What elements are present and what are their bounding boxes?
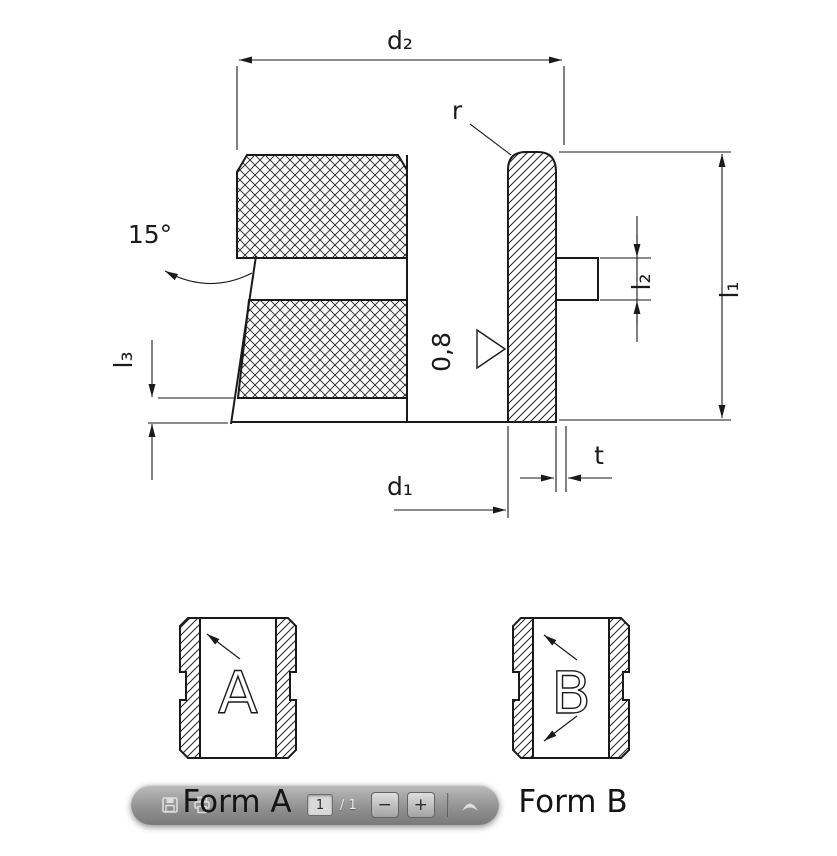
zoom-in-icon: + bbox=[413, 795, 428, 815]
form-b-view: B bbox=[512, 617, 630, 759]
page-number-input[interactable]: 1 bbox=[307, 794, 333, 816]
label-r: r bbox=[452, 96, 463, 125]
draft-edge bbox=[230, 255, 257, 425]
pdf-toolbar: 1 / 1 − + bbox=[131, 785, 499, 825]
form-a-letter: A bbox=[218, 659, 258, 727]
form-b-marking-arrow-top bbox=[543, 634, 578, 661]
dim-r-leader bbox=[469, 123, 512, 156]
zoom-out-button[interactable]: − bbox=[370, 792, 399, 818]
dim-l3 bbox=[148, 340, 235, 480]
dim-d1 bbox=[394, 426, 509, 518]
label-t: t bbox=[594, 441, 604, 470]
form-b-right-wall bbox=[608, 617, 630, 759]
form-a-left-wall bbox=[179, 617, 201, 759]
knurled-body-upper bbox=[236, 154, 408, 259]
toolbar-divider bbox=[446, 793, 449, 817]
flange-section bbox=[507, 151, 557, 423]
page-number-value: 1 bbox=[315, 797, 325, 813]
save-icon bbox=[162, 797, 178, 813]
form-b-letter: B bbox=[551, 659, 591, 727]
form-b-caption: Form B bbox=[518, 784, 627, 820]
label-angle: 15° bbox=[128, 220, 172, 249]
print-icon bbox=[194, 796, 210, 814]
label-roughness: 0,8 bbox=[427, 332, 456, 372]
acrobat-icon bbox=[461, 803, 478, 811]
dimension-labels: d₂ r 15° l₁ l₂ l₃ 0,8 t d₁ bbox=[109, 26, 744, 501]
form-a-right-wall bbox=[275, 617, 297, 759]
print-button[interactable] bbox=[191, 794, 213, 816]
page-count-label: / 1 bbox=[340, 797, 357, 813]
knurled-body-lower bbox=[236, 299, 408, 399]
label-l3: l₃ bbox=[109, 352, 138, 369]
zoom-in-button[interactable]: + bbox=[406, 792, 435, 818]
form-a-view: A bbox=[179, 617, 297, 759]
label-l2: l₂ bbox=[627, 274, 656, 291]
save-button[interactable] bbox=[159, 794, 181, 816]
surface-roughness-symbol bbox=[476, 328, 507, 370]
acrobat-button[interactable] bbox=[459, 794, 481, 816]
label-l1: l₁ bbox=[715, 282, 744, 299]
main-section-view bbox=[230, 151, 599, 425]
flange-groove-boss bbox=[555, 257, 599, 301]
label-d2: d₂ bbox=[387, 26, 413, 55]
dim-l1 bbox=[559, 151, 731, 421]
dim-d2 bbox=[236, 56, 565, 150]
form-b-marking-arrow-bottom bbox=[543, 715, 578, 742]
dim-angle-arc bbox=[164, 270, 253, 285]
dim-l2 bbox=[600, 216, 651, 342]
form-b-left-wall bbox=[512, 617, 534, 759]
label-d1: d₁ bbox=[387, 472, 413, 501]
dimensions bbox=[148, 56, 731, 518]
zoom-out-icon: − bbox=[377, 795, 392, 815]
dim-t bbox=[520, 426, 612, 492]
form-a-marking-arrow bbox=[206, 633, 241, 660]
